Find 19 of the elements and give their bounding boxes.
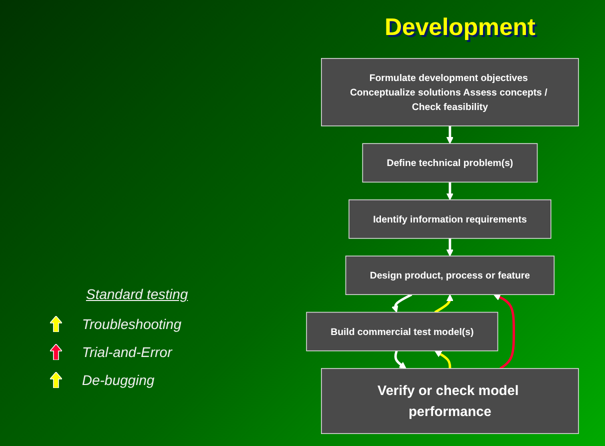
- node-box: Formulate development objectives Conceptualize solutions Assess concepts / Check feasibility: [321, 58, 579, 126]
- legend-label: De-bugging: [82, 372, 154, 388]
- node-box: Verify or check model performance: [321, 368, 579, 434]
- arrow: [434, 294, 454, 314]
- arrow: [446, 126, 454, 144]
- arrow: [391, 294, 412, 313]
- arrow: [446, 238, 454, 256]
- legend-label: Trial-and-Error: [82, 344, 172, 360]
- node-box: Design product, process or feature: [345, 256, 555, 295]
- legend-label: Troubleshooting: [82, 316, 182, 332]
- node-box: Identify information requirements: [348, 199, 552, 239]
- legend-heading: Standard testing: [86, 286, 188, 302]
- arrow: [394, 350, 406, 369]
- arrow: [493, 294, 516, 370]
- node-box: Define technical problem(s): [362, 143, 538, 183]
- node-box: Build commercial test model(s): [306, 312, 498, 352]
- arrow: [446, 182, 454, 200]
- diagram-title: Development: [384, 14, 536, 42]
- arrow: [434, 350, 452, 368]
